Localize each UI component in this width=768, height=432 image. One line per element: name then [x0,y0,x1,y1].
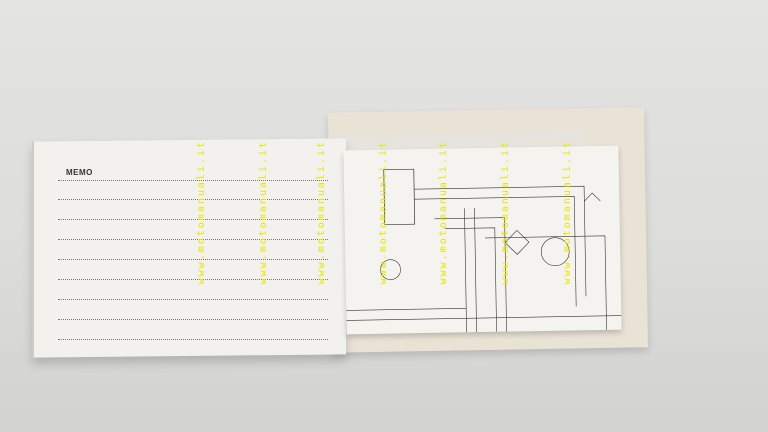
memo-line [58,279,328,280]
memo-line [58,239,328,240]
watermark: www.motomanuali.it [316,140,327,285]
memo-heading: MEMO [66,168,93,177]
watermark: www.motomanuali.it [258,140,269,285]
wiring-diagram [343,145,622,335]
wiring-diagram-drawing [346,168,622,333]
watermark: www.motomanuali.it [378,140,389,285]
watermark: www.motomanuali.it [562,140,573,285]
memo-line [58,219,328,220]
watermark: www.motomanuali.it [500,140,511,285]
memo-line [58,199,328,200]
memo-line [58,299,328,300]
memo-line [58,339,328,340]
memo-line [58,180,328,181]
memo-line [58,259,328,260]
watermark: www.motomanuali.it [438,140,449,285]
watermark: www.motomanuali.it [196,140,207,285]
memo-line [58,319,328,320]
